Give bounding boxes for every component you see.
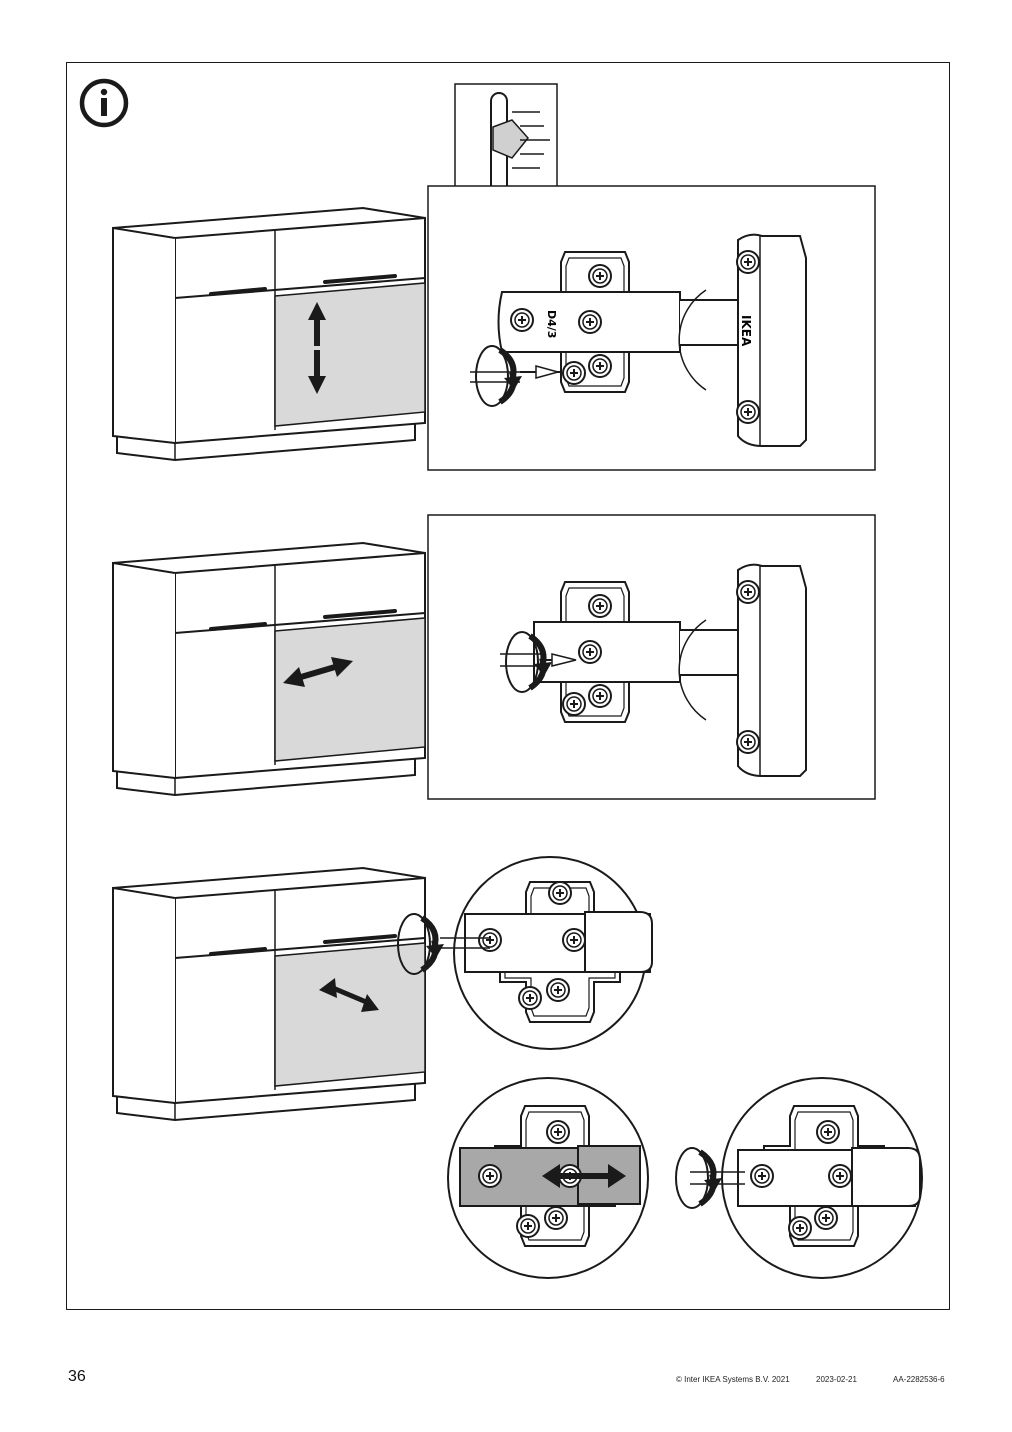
up-down-arrow-icon (308, 302, 326, 394)
hinge-panel-1: D4/3 IKEA (427, 185, 876, 471)
hinge-closeup-slide (447, 1077, 649, 1279)
left-right-arrow-icon (542, 1164, 626, 1188)
info-icon (79, 78, 129, 128)
in-out-arrow-icon (319, 978, 379, 1012)
rotate-arrow-icon (676, 1148, 722, 1208)
page-number: 36 (68, 1368, 86, 1385)
cabinet-illustration-step-3 (111, 866, 427, 1122)
hinge-panel-2 (427, 514, 876, 800)
instruction-frame (66, 62, 950, 1310)
hinge-closeup-depth (398, 856, 653, 1050)
hinge-closeup-tighten (676, 1077, 923, 1279)
document-date: 2023-02-21 (816, 1375, 857, 1384)
copyright-text: © Inter IKEA Systems B.V. 2021 (676, 1375, 790, 1384)
cabinet-illustration-step-1 (111, 206, 427, 462)
left-right-arrow-icon (283, 657, 353, 687)
document-code: AA-2282536-6 (893, 1375, 945, 1384)
cabinet-illustration-step-2 (111, 541, 427, 797)
hinge-brand-label: IKEA (739, 315, 753, 347)
hinge-marking-label: D4/3 (545, 310, 558, 338)
